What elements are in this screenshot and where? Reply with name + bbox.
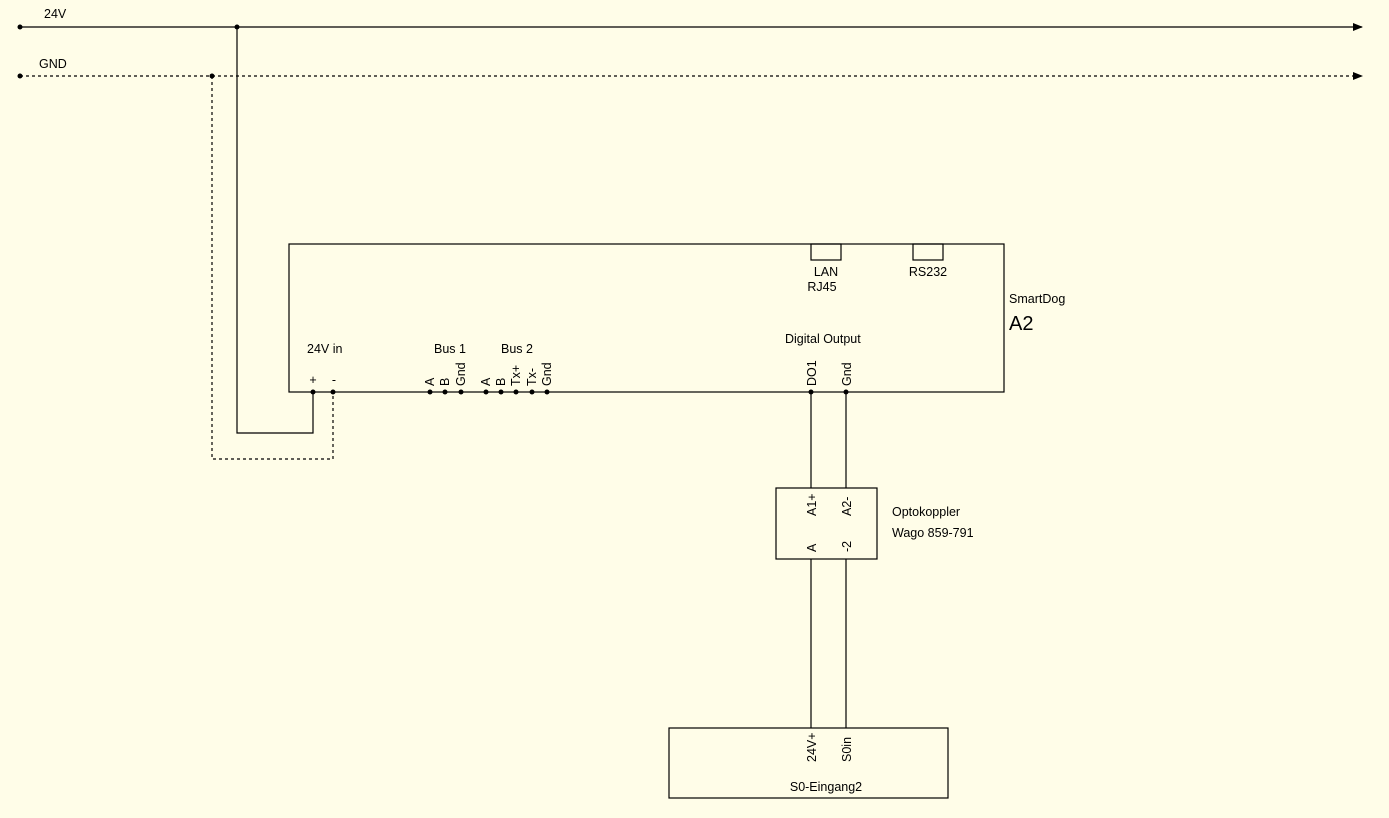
power-in-label: 24V in: [307, 342, 342, 356]
bus1-pin-a-node: [427, 389, 433, 395]
s0-name: S0-Eingang2: [790, 780, 862, 794]
wire-gnd-to-minus: [211, 76, 334, 460]
rs232-label: RS232: [909, 265, 947, 279]
s0-box: [668, 727, 949, 799]
smartdog-box: [288, 243, 1005, 393]
optokoppler-model: Wago 859-791: [892, 526, 974, 540]
s0-pin-s0in-label: S0in: [840, 737, 854, 762]
rail-24v: 24V: [17, 7, 1363, 31]
bus2-pin-gnd-label: Gnd: [540, 362, 554, 386]
rail-gnd-label: GND: [39, 57, 67, 71]
s0-module: 24V+ S0in S0-Eingang2: [668, 727, 949, 799]
bus1-pin-b-node: [442, 389, 448, 395]
bus2-pin-txminus-label: Tx-: [525, 368, 539, 386]
wire-24v-to-plus: [236, 27, 314, 434]
pin-plus-node: [310, 389, 316, 395]
smartdog-designator: A2: [1009, 313, 1033, 335]
optokoppler-module: A1+ A2- A -2 Optokoppler Wago 859-791: [775, 487, 974, 560]
pin-minus-label: -: [332, 373, 336, 387]
do1-pin-label: DO1: [805, 360, 819, 386]
optokoppler-box: [775, 487, 878, 560]
rs232-port-icon: [912, 243, 944, 261]
bus2-pin-gnd-node: [544, 389, 550, 395]
bus2-pin-txplus-node: [513, 389, 519, 395]
pin-minus-node: [330, 389, 336, 395]
pin-plus-label: +: [309, 373, 316, 387]
smartdog-name: SmartDog: [1009, 292, 1065, 306]
s0-pin-24vplus-label: 24V+: [805, 732, 819, 762]
rail-24v-start-node: [17, 24, 23, 30]
rj45-label: RJ45: [807, 280, 836, 294]
opto-pin-minus2-label: -2: [840, 541, 854, 552]
rail-gnd: GND: [17, 57, 1363, 80]
opto-pin-a1plus-label: A1+: [805, 493, 819, 516]
bus2-pin-txplus-label: Tx+: [509, 365, 523, 386]
rail-gnd-start-node: [17, 73, 23, 79]
rail-24v-label: 24V: [44, 7, 67, 21]
optokoppler-name: Optokoppler: [892, 505, 960, 519]
lan-port-icon: [810, 243, 842, 261]
do-gnd-pin-label: Gnd: [840, 362, 854, 386]
bus1-pin-b-label: B: [438, 378, 452, 386]
bus2-pin-b-node: [498, 389, 504, 395]
bus1-pin-gnd-node: [458, 389, 464, 395]
bus2-pin-a-label: A: [479, 377, 493, 386]
bus1-label: Bus 1: [434, 342, 466, 356]
bus2-label: Bus 2: [501, 342, 533, 356]
digital-output-label: Digital Output: [785, 332, 861, 346]
bus2-pin-txminus-node: [529, 389, 535, 395]
bus2-pin-a-node: [483, 389, 489, 395]
lan-label: LAN: [814, 265, 838, 279]
bus1-pin-a-label: A: [423, 377, 437, 386]
smartdog-module: LAN RJ45 RS232 SmartDog A2 24V in + - Bu…: [288, 243, 1065, 395]
opto-pin-a-label: A: [805, 543, 819, 552]
opto-pin-a2minus-label: A2-: [840, 497, 854, 516]
bus2-pin-b-label: B: [494, 378, 508, 386]
bus1-pin-gnd-label: Gnd: [454, 362, 468, 386]
